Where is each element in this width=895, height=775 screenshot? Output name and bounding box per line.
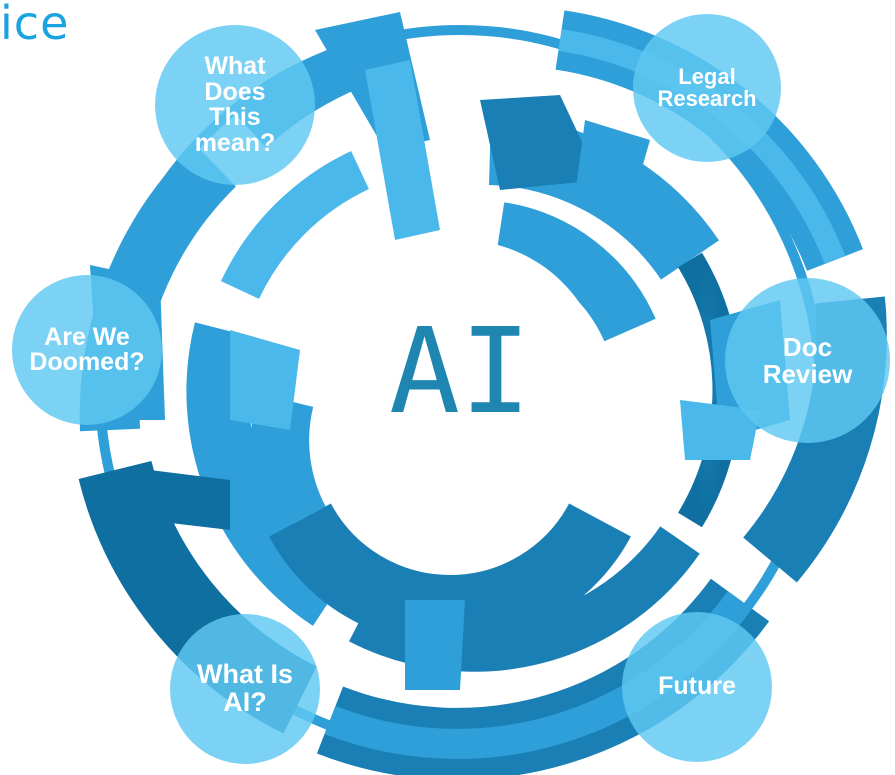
topic-label: Are We Doomed? [29,322,145,376]
topic-label: What Is AI? [196,659,293,717]
topic-bubble-future[interactable]: Future [622,612,772,762]
topic-bubble-what-is-ai[interactable]: What Is AI? [170,614,320,764]
center-label: AI [388,302,532,440]
center-hub [315,240,605,530]
topic-label: Legal Research [657,63,757,111]
topic-label: Doc Review [762,331,853,389]
topic-bubble-legal-research[interactable]: Legal Research [633,14,781,162]
topic-bubble-what-does-this-mean[interactable]: What Does This mean? [155,25,315,185]
topic-label: Future [658,672,736,701]
topic-bubble-doc-review[interactable]: Doc Review [725,278,890,443]
topic-label: What Does This mean? [194,52,276,157]
topic-bubble-are-we-doomed[interactable]: Are We Doomed? [12,275,162,425]
brand-logo-text: ice [0,0,70,50]
